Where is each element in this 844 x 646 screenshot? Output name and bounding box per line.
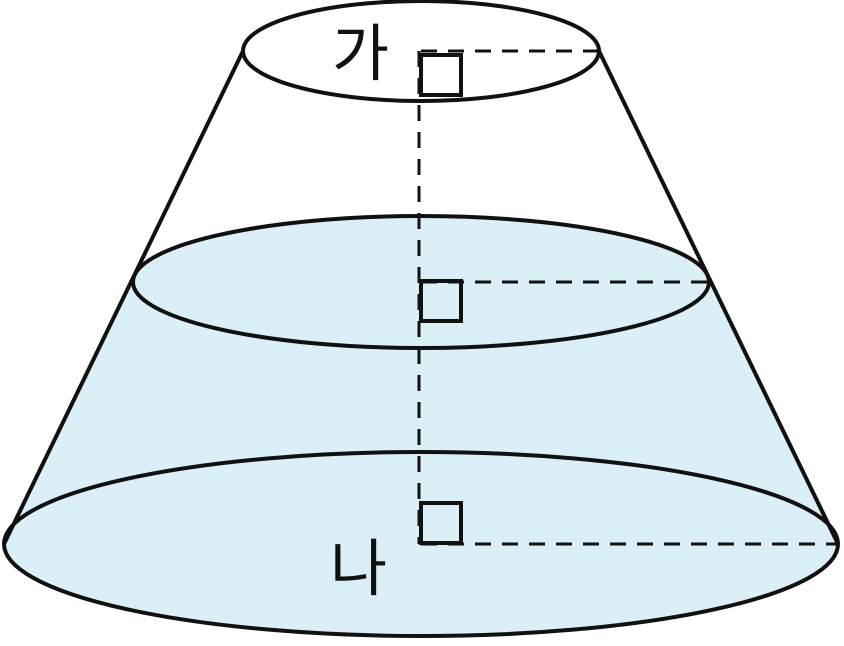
bottom-right-angle-marker: [419, 501, 463, 545]
top-point-label: 가: [332, 17, 389, 90]
middle-right-angle-marker: [419, 279, 463, 323]
bottom-point-label: 나: [330, 532, 387, 605]
top-right-angle-marker: [419, 53, 463, 97]
left-side-line: [2, 50, 245, 545]
right-side-line: [597, 50, 840, 545]
